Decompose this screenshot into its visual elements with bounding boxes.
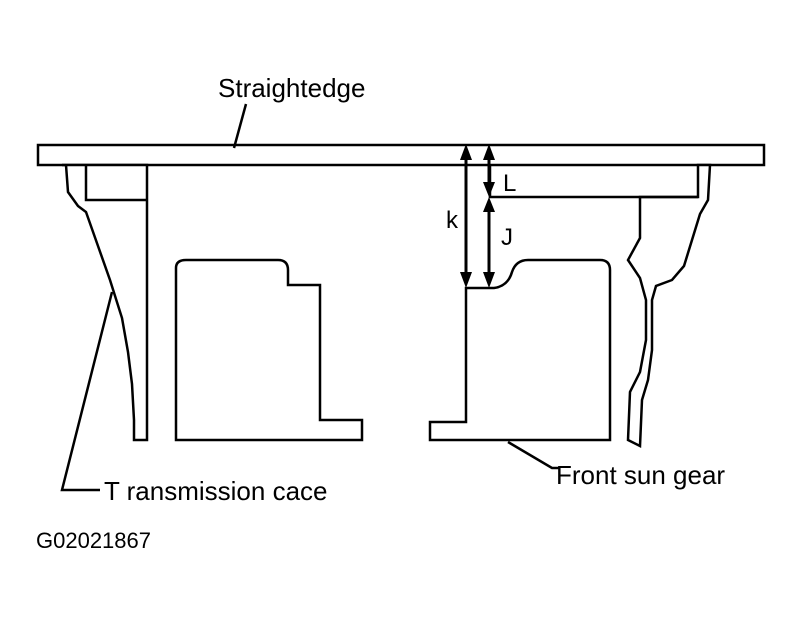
front-sun-gear-leader xyxy=(507,440,560,470)
dimension-k-arrow-down xyxy=(460,272,472,288)
transmission-case-left-wall xyxy=(62,163,149,442)
dimension-l-arrow-down xyxy=(483,182,495,197)
dimension-k xyxy=(460,144,472,288)
dimension-l-label: L xyxy=(503,170,516,197)
front-sun-gear-left-block xyxy=(174,258,364,442)
figure-id-label: G02021867 xyxy=(36,528,151,553)
dimension-j-arrow-down xyxy=(483,272,495,288)
dimension-k-label: k xyxy=(446,207,459,234)
transmission-case-right-wall xyxy=(626,163,712,448)
transmission-case-leader xyxy=(60,291,114,492)
dimension-j-label: J xyxy=(501,224,513,251)
straightedge-bar xyxy=(36,143,766,167)
dimension-l-arrow-up xyxy=(483,144,495,160)
dimension-j xyxy=(483,197,495,288)
front-sun-gear-right-block xyxy=(428,258,612,442)
dimension-k-arrow-up xyxy=(460,144,472,160)
transmission-case-left-web xyxy=(84,165,147,202)
straightedge-leader xyxy=(232,103,248,149)
transmission-case-label: T ransmission cace xyxy=(104,476,328,506)
dimension-j-arrow-up xyxy=(483,197,495,212)
transmission-case-right-ledge xyxy=(488,165,698,199)
front-sun-gear-label: Front sun gear xyxy=(556,460,725,490)
straightedge-label: Straightedge xyxy=(218,73,365,103)
dimension-l xyxy=(483,144,495,197)
